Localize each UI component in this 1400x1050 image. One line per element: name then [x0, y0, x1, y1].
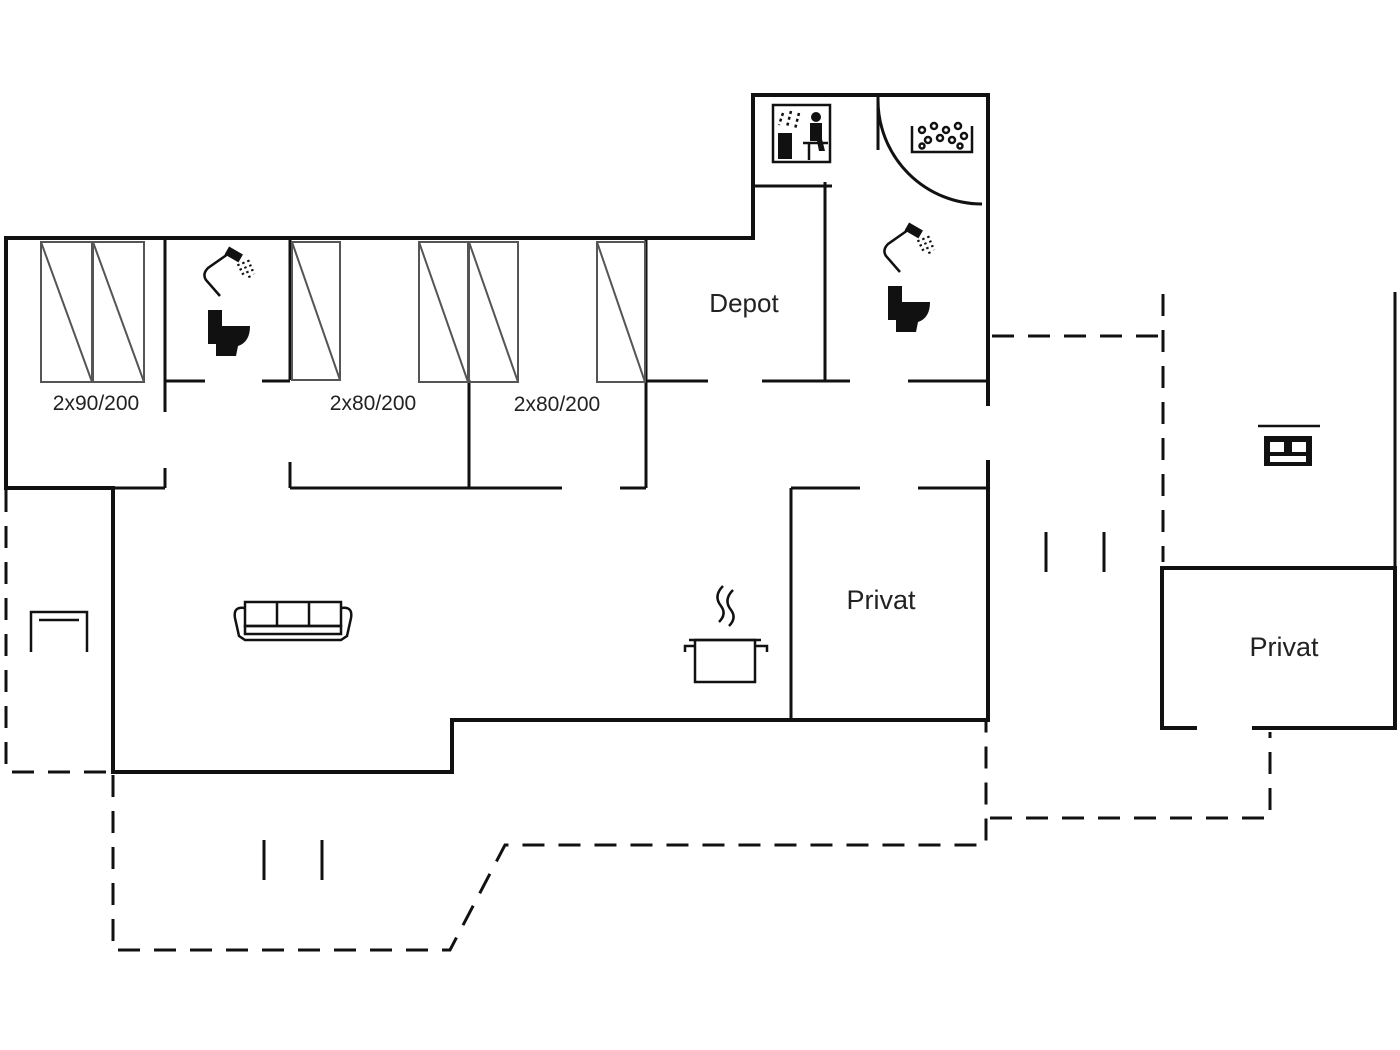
bed-90-right	[92, 241, 145, 383]
chair-icon	[29, 610, 89, 652]
whirlpool-icon	[910, 121, 974, 154]
bed-80-b	[418, 241, 469, 383]
bed-80-d	[596, 241, 646, 383]
door-markers	[262, 532, 1106, 880]
bed-label-2x80-b: 2x80/200	[514, 393, 600, 416]
bed-label-2x80-a: 2x80/200	[330, 392, 416, 415]
bed-label-2x90: 2x90/200	[53, 392, 139, 415]
privat-inner-label: Privat	[846, 585, 916, 615]
sauna-icon	[771, 103, 832, 164]
shower-icon	[203, 246, 256, 297]
bed-80-a	[291, 241, 341, 381]
cooking-pot-icon	[683, 585, 769, 684]
bed-90-left	[40, 241, 93, 383]
depot-label: Depot	[709, 288, 779, 318]
toilet-icon	[208, 310, 250, 356]
room-labels: 2x90/200 2x80/200 2x80/200 Depot Privat …	[53, 288, 1319, 662]
bed-80-c	[468, 241, 519, 383]
sofa-icon	[233, 600, 353, 642]
interior-walls	[6, 97, 986, 718]
privat-outer-room	[1160, 292, 1397, 730]
shower-icon	[883, 222, 936, 273]
terrace-outlines	[4, 294, 1272, 952]
privat-outer-label: Privat	[1249, 632, 1319, 662]
exterior-walls	[4, 93, 990, 774]
double-bed-icon	[1258, 424, 1320, 466]
beds	[40, 241, 646, 383]
toilet-icon	[888, 286, 930, 332]
